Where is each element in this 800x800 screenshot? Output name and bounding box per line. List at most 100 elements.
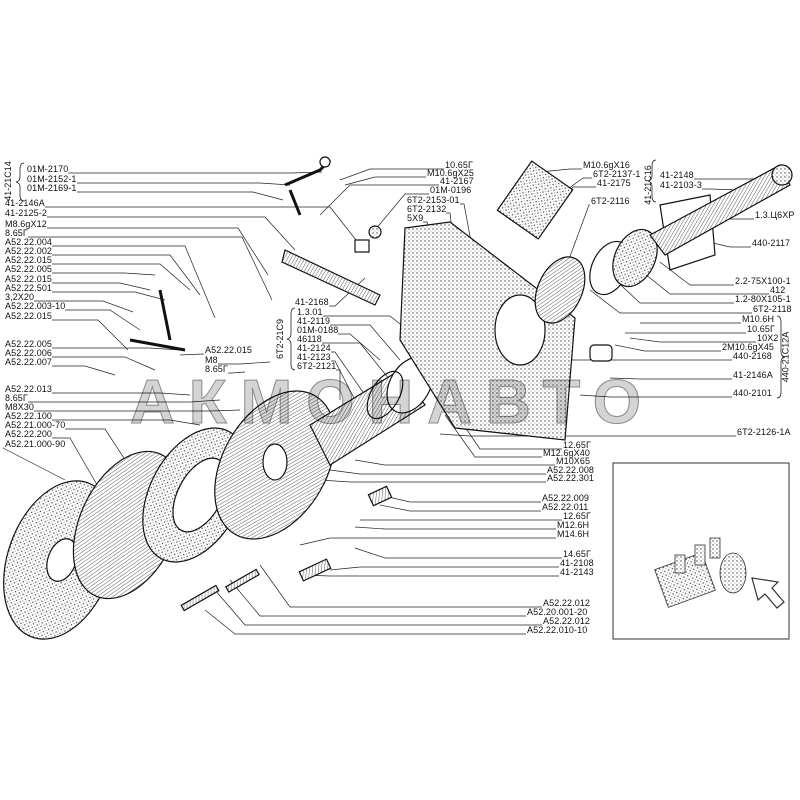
part-label: 41-2175 (597, 178, 631, 188)
leader-line (77, 191, 284, 201)
part-label: 41-2125-2 (5, 208, 47, 218)
group-label-41-21c14: 41-21С14 (2, 161, 13, 201)
part-label: 01М-2170 (27, 164, 69, 174)
leader-line (259, 564, 542, 608)
part-label: 41-2124 (297, 343, 331, 353)
part-label: 12.65Г (563, 440, 591, 450)
part-label: 5Х9 (407, 213, 424, 223)
part-label: 41-2148 (660, 170, 694, 180)
part-label: А52.22.013 (5, 384, 53, 394)
part-label: А52.22.009 (542, 493, 590, 503)
leader-line (52, 319, 129, 351)
part-label: А52.22.010-10 (527, 625, 588, 635)
part-label: А52.22.301 (547, 473, 595, 483)
leader-lines (2, 168, 781, 635)
part-label: А52.22.100 (5, 411, 53, 421)
part-label: А52.22.011 (542, 502, 589, 512)
leader-line (45, 206, 361, 246)
part-label: М12.6Н (557, 520, 590, 530)
part-label: М8 (205, 355, 218, 365)
part-label: А52.22.003-10 (5, 301, 66, 311)
clutch-housing-part (399, 221, 576, 441)
part-label: А52.22.008 (547, 465, 595, 475)
watermark: АКМОНАВТО (129, 368, 656, 437)
leader-line (354, 547, 562, 559)
part-label: А52.22.006 (5, 348, 53, 358)
leader-line (564, 204, 590, 271)
part-label: 440-2168 (733, 351, 772, 361)
leader-line (228, 371, 246, 374)
part-label: 41-2119 (297, 316, 331, 326)
leader-line (2, 447, 66, 481)
part-label: А52.22.007 (5, 357, 53, 367)
leader-line (374, 193, 429, 231)
leader-line (68, 171, 323, 174)
part-label: 41-2123 (297, 352, 331, 362)
leader-line (336, 369, 341, 400)
part-label: М10.6Н (742, 314, 775, 324)
shaft-part (281, 249, 381, 306)
leader-line (331, 360, 356, 401)
part-label: 41-2146А (733, 370, 773, 380)
part-label: 01М-0188 (297, 325, 339, 335)
bearing-part (534, 256, 586, 324)
part-label: 41-2167 (440, 176, 474, 186)
leader-line (52, 419, 201, 426)
part-label: 46118 (297, 334, 322, 344)
part-label: 6Т2-2132 (407, 204, 447, 214)
part-label: 41-2168 (295, 297, 329, 307)
leader-line (77, 182, 291, 186)
leader-line (444, 414, 542, 458)
part-label: 01М-2169-1 (27, 183, 77, 193)
input-shaft-part (649, 164, 791, 256)
part-label: 6Т2-2118 (753, 304, 792, 314)
part-label: 41-2103-3 (660, 180, 702, 190)
leader-line (52, 272, 156, 276)
part-label: 1.3.Ц6ХР (755, 210, 795, 220)
part-label: А52.22.015 (5, 311, 53, 321)
leader-line (322, 342, 391, 381)
part-label: 1.3.01 (297, 307, 323, 317)
leader-line (65, 309, 141, 331)
part-label: 41-2146А (5, 198, 45, 208)
leader-line (52, 392, 191, 396)
leader-line (589, 289, 752, 314)
leader-line (34, 300, 134, 313)
leader-line (179, 353, 204, 356)
leader-line (52, 245, 216, 319)
leader-line (354, 459, 555, 466)
leader-line (299, 574, 559, 577)
leader-line (609, 377, 732, 380)
part-label: А52.22.004 (5, 237, 53, 247)
part-label: 10.65Г (747, 324, 775, 334)
part-label: 1.2-80Х105-1 (735, 294, 791, 304)
part-label: 440-2101 (733, 388, 772, 398)
leader-line (47, 216, 296, 251)
part-label: А52.22.012 (543, 598, 591, 608)
part-label: 8.65Г (205, 364, 228, 374)
leader-line (329, 566, 559, 571)
leader-line (379, 494, 541, 503)
part-label: М8.6gХ12 (5, 219, 47, 229)
leader-line (214, 589, 542, 626)
leader-line (299, 537, 556, 546)
leader-line (28, 236, 273, 301)
leader-line (702, 188, 741, 191)
part-label: А52.22.015 (5, 255, 53, 265)
part-label: М10Х65 (556, 456, 591, 466)
group-label-6t2-21c9: 6Т2-21С9 (275, 318, 286, 360)
part-label: 2.2-75Х100-1 (735, 276, 791, 286)
leader-line (47, 227, 269, 276)
part-label: А52.22.002 (5, 246, 53, 256)
part-label: 14.65Г (563, 549, 591, 559)
part-label: М12.6gХ40 (543, 448, 590, 458)
part-label: А52.22.005 (5, 339, 53, 349)
leader-line (229, 579, 526, 617)
part-label: А52.22.005 (5, 264, 53, 274)
leader-line (319, 479, 546, 483)
leader-line (639, 269, 769, 295)
leader-line (52, 437, 101, 491)
leader-line (52, 291, 166, 301)
leader-line (52, 254, 201, 296)
